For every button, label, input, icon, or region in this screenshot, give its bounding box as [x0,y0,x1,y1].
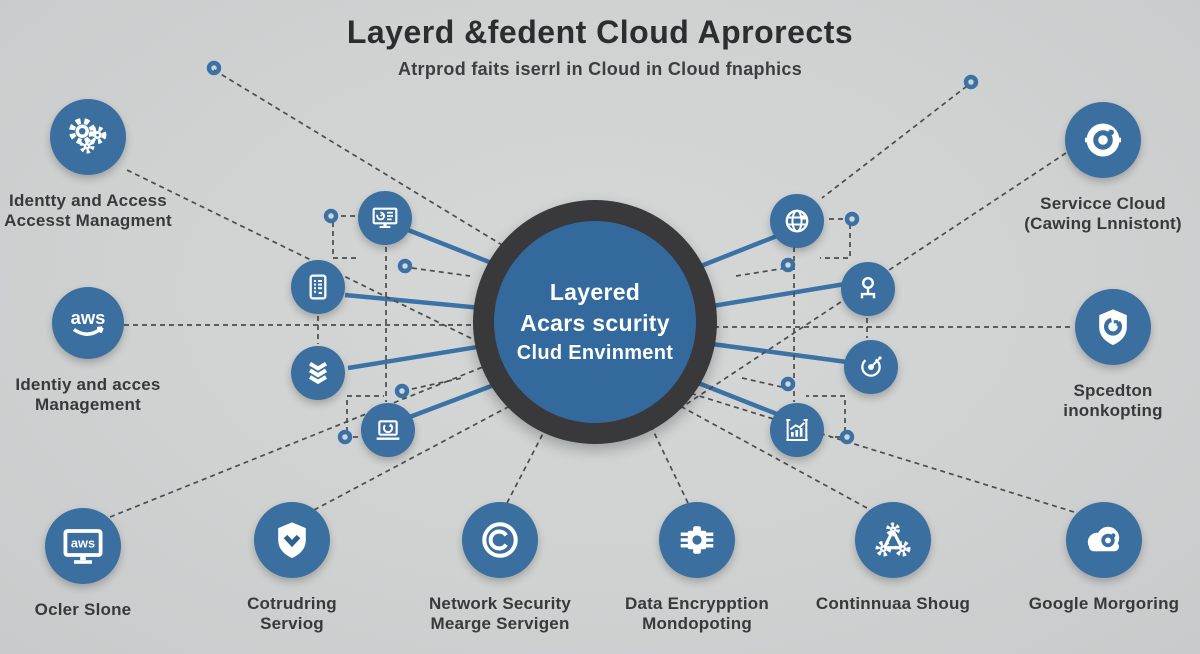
node-layers[interactable] [291,346,345,400]
gear-badge-icon [659,502,735,578]
node-service-cloud[interactable]: Servicce Cloud (Cawing Lnnistont) [995,102,1200,234]
node-google-morgoring[interactable]: Google Morgoring [996,502,1200,614]
node-label-ocler-slone: Ocler Slone [35,600,132,620]
node-document[interactable] [291,260,345,314]
label-line: Management [35,395,141,415]
label-line: (Cawing Lnnistont) [1024,214,1182,234]
dashed-links [109,69,1075,518]
monitor-dashboard-icon [358,191,412,245]
node-label-network-security: Network Security Mearge Servigen [429,594,571,634]
center-line-2: Acars scurity [520,310,670,336]
label-line: Data Encrypption [625,594,769,613]
node-network-security[interactable]: Network Security Mearge Servigen [392,502,608,634]
pin-icon [841,262,895,316]
svg-text:aws: aws [71,307,106,328]
label-line: Spcedton [1073,381,1153,400]
label-line: Ocler Slone [34,600,132,619]
label-line: Serviog [260,614,324,634]
center-node[interactable]: Layered Acars scurity Clud Envinment [473,200,717,444]
node-label-data-encryption: Data Encrypption Mondopoting [625,594,769,634]
node-spcedton[interactable]: Spcedton inonkopting [1005,289,1200,421]
connector-dots [206,60,979,445]
node-globe[interactable] [770,194,824,248]
label-line: Continnuaa Shoug [815,594,971,613]
node-data-encryption[interactable]: Data Encrypption Mondopoting [589,502,805,634]
copyright-icon [462,502,538,578]
shield-refresh-icon [1075,289,1151,365]
label-line: Mearge Servigen [430,614,570,634]
label-line: Network Security [428,594,572,613]
document-icon [291,260,345,314]
center-line-3: Clud Envinment [516,342,674,364]
svg-text:aws: aws [71,536,95,551]
node-label-identity-access: Identty and Access Accesst Managment [4,191,172,231]
globe-icon [770,194,824,248]
page-title: Layerd &fedent Cloud Aprorects [346,14,854,50]
label-line: Google Morgoring [1028,594,1180,613]
laptop-sync-icon [361,403,415,457]
node-ocler-slone[interactable]: aws Ocler Slone [0,508,191,620]
node-label-cotrudring: Cotrudring Serviog [247,594,337,634]
node-target-orbit[interactable] [844,340,898,394]
label-line: inonkopting [1063,401,1163,421]
center-node-face: Layered Acars scurity Clud Envinment [494,221,696,423]
cloud-donut-icon [1066,502,1142,578]
gears-icon [50,99,126,175]
label-line: Mondopoting [642,614,752,634]
aperture-eye-icon [1065,102,1141,178]
aws-logo-icon: aws [52,287,124,359]
label-line: Servicce Cloud [1040,194,1166,213]
gears-network-icon [855,502,931,578]
label-line: Identiy and acces [15,375,161,394]
node-label-spcedton: Spcedton inonkopting [1063,381,1162,421]
target-orbit-icon [844,340,898,394]
node-label-google-morgoring: Google Morgoring [1029,594,1180,614]
shield-check-icon [254,502,330,578]
solid-spokes [344,225,848,421]
node-pin[interactable] [841,262,895,316]
node-aws-iam[interactable]: aws Identiy and acces Management [0,287,196,415]
node-laptop-sync[interactable] [361,403,415,457]
monitor-aws-icon: aws [45,508,121,584]
label-line: Cotrudring [247,594,337,613]
node-label-aws-iam: Identiy and acces Management [15,375,160,415]
node-identity-access[interactable]: Identty and Access Accesst Managment [0,99,196,231]
node-bar-chart[interactable] [770,403,824,457]
header: Layerd &fedent Cloud Aprorects Atrprod f… [0,0,1200,80]
node-monitor-dashboard[interactable] [358,191,412,245]
layers-icon [291,346,345,400]
center-line-1: Layered [549,279,641,305]
node-continnuaa[interactable]: Continnuaa Shoug [785,502,1001,614]
label-line: Identty and Access [9,191,167,210]
label-line: Accesst Managment [4,211,172,231]
node-label-continnuaa: Continnuaa Shoug [816,594,970,614]
node-label-service-cloud: Servicce Cloud (Cawing Lnnistont) [1024,194,1182,234]
bar-chart-icon [770,403,824,457]
page-subtitle: Atrprod faits iserrl in Cloud in Cloud f… [397,59,803,79]
node-cotrudring[interactable]: Cotrudring Serviog [184,502,400,634]
